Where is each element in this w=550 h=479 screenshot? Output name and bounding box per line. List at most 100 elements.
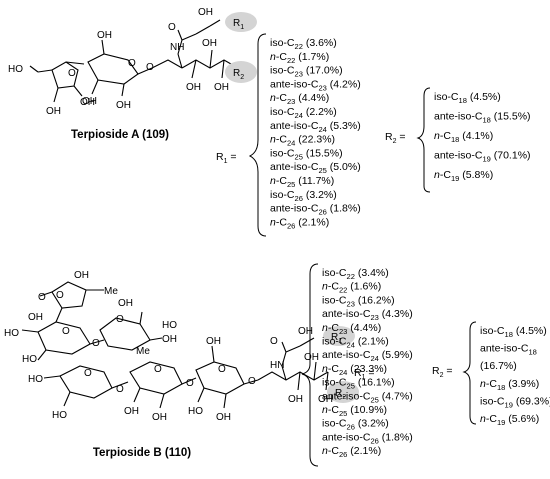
substituent-entry: n-C26 (2.1%) xyxy=(270,216,329,230)
substituent-entry: n-C19 (5.6%) xyxy=(480,413,539,427)
atom-label-oh: OH xyxy=(28,312,43,323)
substituent-entry: n-C25 (11.7%) xyxy=(270,175,334,189)
r2-substituent-blob-b xyxy=(327,381,359,403)
atom-label-o: O xyxy=(270,336,278,347)
r1-brace-b xyxy=(301,263,319,467)
atom-label-oh: OH xyxy=(288,394,303,405)
substituent-entry: iso-C22 (3.4%) xyxy=(322,267,389,281)
atom-label-o: O xyxy=(116,314,124,325)
substituent-entry: (16.7%) xyxy=(480,360,517,372)
substituent-entry: n-C26 (2.1%) xyxy=(322,445,381,459)
substituent-entry: n-C22 (1.6%) xyxy=(322,281,381,295)
atom-label-oh: OH xyxy=(97,30,112,41)
atom-label-oh: OH xyxy=(198,7,213,18)
atom-label-o: O xyxy=(128,58,136,69)
substituent-entry: iso-C24 (2.2%) xyxy=(270,106,337,120)
structure-terpioside-a xyxy=(29,19,239,103)
r2-list-b: iso-C18 (4.5%) ante-iso-C18 (16.7%) n-C18 … xyxy=(480,325,550,427)
atom-label-oh: OH xyxy=(74,270,89,281)
atom-label-o: O xyxy=(168,22,176,33)
atom-label-o: O xyxy=(84,368,92,379)
atom-labels-a: OH O OH OH O HO O OH OH NH O OH OH OH OH… xyxy=(8,7,244,117)
substituent-entry: iso-C22 (3.6%) xyxy=(270,37,337,51)
substituent-entry: ante-iso-C24 (5.3%) xyxy=(270,120,361,134)
r1-label-a: R1 = xyxy=(216,151,237,165)
substituent-entry: iso-C19 (69.3%) xyxy=(480,395,550,409)
atom-label-oh: OH xyxy=(116,100,131,111)
substituent-entry: iso-C25 (16.1%) xyxy=(322,377,395,391)
substituent-entry: ante-iso-C26 (1.8%) xyxy=(322,431,413,445)
atom-label-nh: NH xyxy=(170,42,184,53)
atom-label-o: O xyxy=(116,384,124,395)
atom-label-o: O xyxy=(68,68,76,79)
substituent-entry: ante-iso-C18 xyxy=(480,343,537,357)
r2-definition-a: R2 = iso-C18 (4.5%) ante-iso-C18 (15.5%) n… xyxy=(385,87,531,193)
atom-label-me: Me xyxy=(136,346,150,357)
r1-substituent-blob-b xyxy=(323,326,355,346)
atom-label-o: O xyxy=(154,364,162,375)
atom-label-r2: R2 xyxy=(233,68,244,81)
atom-label-r1: R1 xyxy=(233,18,244,31)
substituent-entry: n-C19 (5.8%) xyxy=(434,169,493,183)
r1-definition-a: R1 = iso-C22 (3.6%)n-C22 (1.7%)iso-C23 (… xyxy=(216,33,361,237)
substituent-entry: iso-C26 (3.2%) xyxy=(322,418,389,432)
r2-brace-b xyxy=(462,321,477,425)
atom-label-o: O xyxy=(92,338,100,349)
substituent-entry: iso-C18 (4.5%) xyxy=(434,91,501,105)
substituent-entry: iso-C23 (16.2%) xyxy=(322,294,395,308)
substituent-entry: ante-iso-C23 (4.3%) xyxy=(322,308,413,322)
atom-label-o: O xyxy=(248,376,256,387)
atom-label-o: O xyxy=(186,378,194,389)
r1-label-b: R1 = xyxy=(354,367,375,381)
substituent-entry: n-C24 (22.3%) xyxy=(270,134,335,148)
atom-label-oh: OH xyxy=(124,406,139,417)
atom-label-oh: OH xyxy=(214,82,229,93)
atom-label-oh: OH xyxy=(202,38,217,49)
atom-label-o: O xyxy=(56,290,64,301)
r1-list-a: iso-C22 (3.6%)n-C22 (1.7%)iso-C23 (17.0%… xyxy=(270,37,361,230)
substituent-entry: iso-C23 (17.0%) xyxy=(270,65,343,79)
substituent-entry: ante-iso-C18 (15.5%) xyxy=(434,111,531,125)
atom-label-ho: HO xyxy=(188,406,203,417)
atom-label-ho: HO xyxy=(162,320,177,331)
r2-list-a: iso-C18 (4.5%) ante-iso-C18 (15.5%) n-C18 … xyxy=(434,91,531,183)
atom-label-oh: OH xyxy=(318,394,333,405)
substituent-entry: iso-C18 (4.5%) xyxy=(480,325,547,339)
atom-label-oh: OH xyxy=(82,96,97,107)
substituent-entry: ante-iso-C23 (4.2%) xyxy=(270,78,361,92)
compound-title-b: Terpioside B (110) xyxy=(93,447,191,459)
r2-label-a: R2 = xyxy=(385,131,406,145)
atom-label-oh: OH xyxy=(118,298,133,309)
atom-label-oh: OH xyxy=(46,106,61,117)
atom-label-oh: OH xyxy=(152,412,167,423)
atom-label-hn: HN xyxy=(270,360,284,371)
atom-label-oh: OH xyxy=(162,334,177,345)
compound-title-a: Terpioside A (109) xyxy=(71,129,169,141)
substituent-entry: n-C22 (1.7%) xyxy=(270,51,329,65)
substituent-entry: iso-C26 (3.2%) xyxy=(270,189,337,203)
r2-substituent-blob-a xyxy=(225,61,257,83)
r2-definition-b: R2 = iso-C18 (4.5%)ante-iso-C18 (16.7%)n… xyxy=(432,321,550,427)
r1-brace-a xyxy=(248,33,267,237)
atom-label-o: O xyxy=(218,364,226,375)
atom-label-o: O xyxy=(38,292,46,303)
substituent-entry: n-C18 (4.1%) xyxy=(434,130,493,144)
structure-terpioside-b xyxy=(21,281,329,409)
substituent-entry: ante-iso-C25 (4.7%) xyxy=(322,390,413,404)
atom-label-ho: HO xyxy=(22,354,37,365)
substituent-entry: ante-iso-C26 (1.8%) xyxy=(270,203,361,217)
substituent-entry: n-C24 (23.3%) xyxy=(322,363,387,377)
substituent-entry: n-C23 (4.4%) xyxy=(322,322,381,336)
r1-definition-b: R1 = iso-C22 (3.4%)n-C22 (1.6%)iso-C23 (… xyxy=(301,263,413,467)
atom-labels-b: O OH Me O OH O HO HO O O OH Me OH HO HO … xyxy=(4,270,346,423)
r1-substituent-blob-a xyxy=(225,12,257,32)
r2-brace-a xyxy=(416,87,431,193)
substituent-entry: ante-iso-C24 (5.9%) xyxy=(322,349,413,363)
r1-list-b: iso-C22 (3.4%)n-C22 (1.6%)iso-C23 (16.2%… xyxy=(322,267,413,459)
atom-label-o: O xyxy=(62,326,70,337)
substituent-entry: n-C18 (3.9%) xyxy=(480,378,539,392)
atom-label-ho: HO xyxy=(52,410,67,421)
atom-label-me: Me xyxy=(104,286,118,297)
substituent-entry: n-C25 (10.9%) xyxy=(322,404,387,418)
